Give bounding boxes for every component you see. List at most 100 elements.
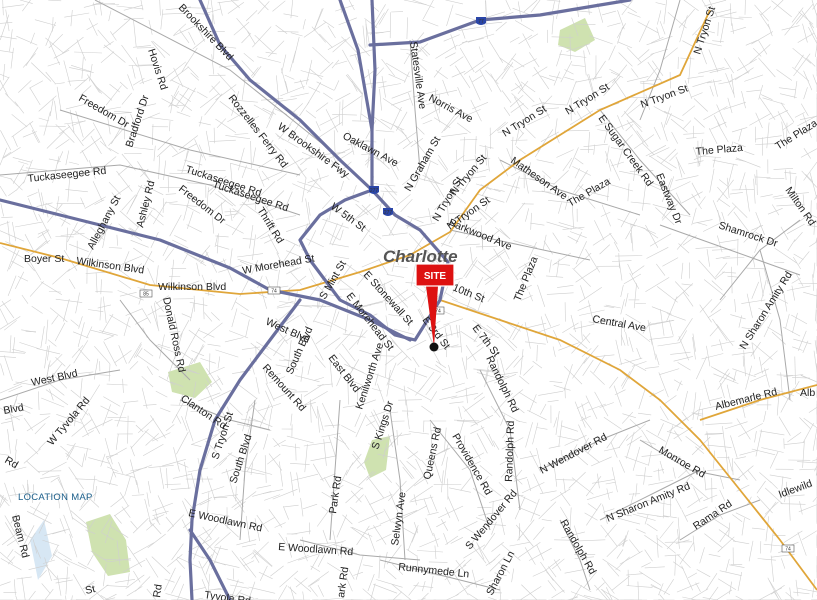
- street-segment: [55, 138, 70, 150]
- street-segment: [339, 101, 341, 125]
- street-segment: [28, 564, 49, 570]
- street-segment: [727, 275, 739, 278]
- street-segment: [800, 148, 817, 158]
- street-segment: [491, 541, 504, 552]
- street-segment: [407, 216, 424, 224]
- street-segment: [354, 218, 371, 233]
- street-segment: [513, 71, 524, 91]
- street-segment: [206, 573, 211, 600]
- street-segment: [158, 155, 160, 180]
- street-segment: [517, 1, 522, 22]
- street-segment: [624, 456, 650, 466]
- street-segment: [626, 585, 653, 588]
- street-segment: [302, 19, 306, 30]
- street-segment: [169, 66, 189, 82]
- street-segment: [45, 389, 69, 406]
- street-segment: [123, 400, 139, 403]
- street-segment: [609, 68, 620, 76]
- street-segment: [714, 9, 732, 14]
- street-segment: [357, 43, 370, 57]
- street-segment: [580, 415, 591, 421]
- street-segment: [278, 124, 292, 140]
- street-segment: [324, 424, 341, 427]
- street-segment: [717, 186, 728, 200]
- street-segment: [230, 99, 258, 103]
- street-segment: [647, 320, 674, 326]
- street-segment: [455, 560, 467, 574]
- street-segment: [527, 409, 547, 421]
- street-segment: [273, 393, 286, 400]
- street-segment: [717, 22, 719, 36]
- street-segment: [65, 595, 67, 600]
- street-segment: [414, 174, 421, 189]
- street-segment: [267, 233, 279, 255]
- street-segment: [563, 478, 566, 494]
- street-segment: [190, 434, 217, 445]
- street-segment: [582, 359, 594, 376]
- street-segment: [361, 258, 381, 268]
- street-segment: [362, 25, 366, 49]
- street-segment: [620, 210, 631, 228]
- arterial-roads: [0, 9, 817, 591]
- street-segment: [781, 121, 785, 143]
- street-segment: [736, 58, 757, 72]
- street-segment: [391, 156, 399, 171]
- street-segment: [558, 342, 580, 351]
- street-segment: [264, 455, 267, 483]
- street-segment: [521, 584, 538, 600]
- street-segment: [597, 129, 615, 133]
- street-segment: [644, 549, 653, 562]
- street-segment: [610, 441, 618, 458]
- street-segment: [669, 456, 681, 458]
- street-segment: [740, 398, 746, 418]
- street-segment: [172, 143, 197, 158]
- street-segment: [230, 0, 240, 9]
- street-segment: [121, 506, 131, 518]
- site-marker[interactable]: SITE: [415, 263, 455, 352]
- street-segment: [574, 401, 586, 428]
- street-segment: [502, 11, 514, 17]
- street-segment: [615, 556, 630, 571]
- street-segment: [231, 498, 244, 508]
- street-segment: [202, 297, 205, 320]
- street-segment: [644, 514, 649, 525]
- street-segment: [611, 161, 624, 167]
- street-segment: [635, 528, 646, 534]
- street-segment: [352, 120, 371, 122]
- street-segment: [666, 313, 686, 321]
- street-segment: [177, 169, 204, 173]
- street-segment: [311, 305, 331, 307]
- street-segment: [224, 337, 244, 343]
- street-segment: [475, 517, 493, 524]
- street-segment: [152, 40, 171, 56]
- street-segment: [214, 280, 218, 293]
- street-segment: [0, 130, 12, 151]
- street-segment: [511, 166, 529, 177]
- street-segment: [720, 476, 724, 489]
- street-segment: [356, 268, 371, 287]
- street-segment: [479, 465, 493, 476]
- street-segment: [645, 224, 659, 248]
- street-segment: [373, 183, 396, 187]
- street-segment: [553, 464, 558, 487]
- street-segment: [125, 468, 142, 476]
- street-segment: [709, 168, 715, 193]
- street-segment: [411, 291, 420, 302]
- street-segment: [376, 279, 393, 289]
- street-segment: [735, 595, 744, 600]
- street-segment: [797, 532, 807, 556]
- street-segment: [618, 434, 629, 449]
- street-segment: [416, 32, 425, 42]
- street-segment: [292, 36, 300, 63]
- street-segment: [588, 73, 596, 101]
- street-segment: [207, 343, 221, 347]
- street-segment: [554, 263, 571, 266]
- street-segment: [627, 183, 630, 202]
- street-segment: [586, 188, 597, 201]
- street-segment: [713, 79, 718, 97]
- street-segment: [321, 402, 335, 429]
- street-segment: [364, 495, 379, 520]
- street-segment: [207, 428, 225, 443]
- street-segment: [485, 70, 499, 85]
